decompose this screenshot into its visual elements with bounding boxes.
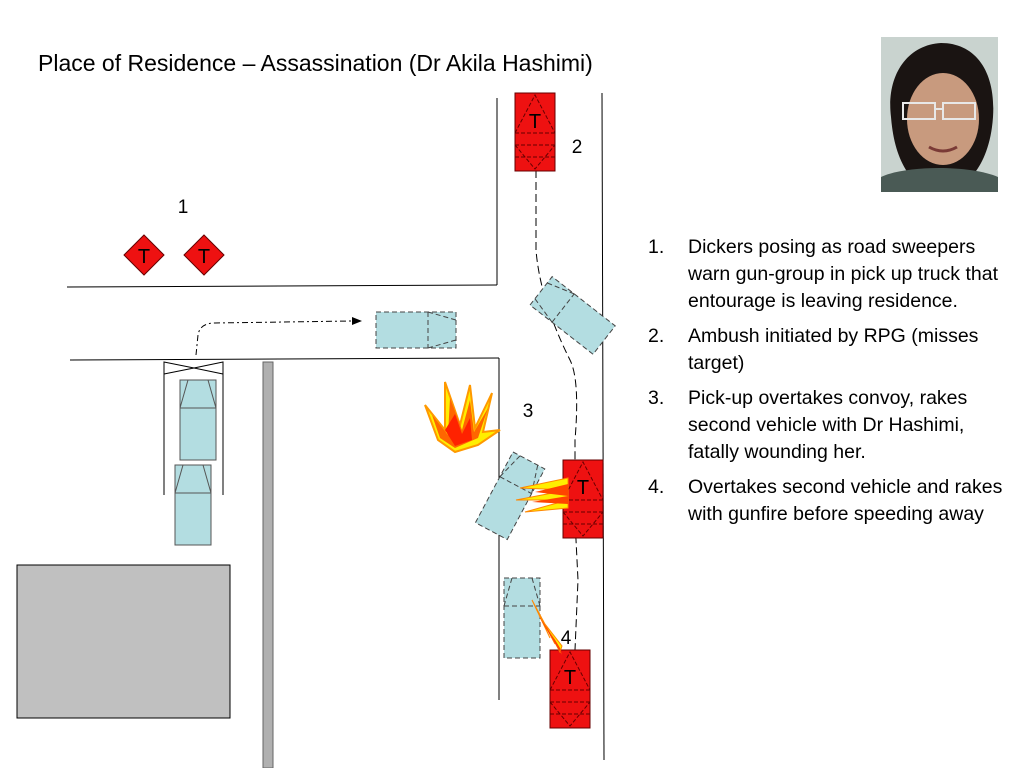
- convoy-vehicle-hit: [474, 451, 546, 541]
- marker-glyph-truck-3: T: [577, 477, 589, 499]
- position-label-2: 2: [572, 137, 583, 158]
- gunfire-flash-icon-3: [515, 477, 569, 513]
- gate-icon: [163, 361, 224, 375]
- portrait-mouth: [928, 145, 958, 153]
- convoy-vehicle-fleeing: [503, 577, 541, 659]
- road-east-edge: [601, 92, 605, 761]
- residence-building: [16, 564, 231, 719]
- step-number: 2.: [648, 325, 665, 347]
- step-item: 4. Overtakes second vehicle and rakes wit…: [648, 474, 1008, 528]
- marker-glyph-truck-2: T: [529, 111, 541, 133]
- position-label-4: 4: [561, 628, 572, 649]
- convoy-vehicle-parked-2: [174, 464, 212, 546]
- position-label-1: 1: [178, 197, 189, 218]
- step-item: 3. Pick-up overtakes convoy, rakes second…: [648, 385, 1008, 466]
- portrait-glasses: [902, 102, 976, 120]
- road-upper-west-edge: [66, 284, 498, 288]
- slide-title: Place of Residence – Assassination (Dr A…: [38, 50, 593, 76]
- step-number: 3.: [648, 387, 665, 409]
- step-text: Pick-up overtakes convoy, rakes second v…: [688, 387, 968, 463]
- step-number: 1.: [648, 236, 665, 258]
- road-lower-west-edge: [69, 357, 500, 361]
- step-text: Dickers posing as road sweepers warn gun…: [688, 236, 999, 312]
- step-list: 1. Dickers posing as road sweepers warn g…: [648, 234, 1008, 536]
- marker-glyph-dicker-1: T: [138, 246, 150, 268]
- step-number: 4.: [648, 476, 665, 498]
- step-text: Ambush initiated by RPG (misses target): [688, 325, 979, 374]
- road-edges: [66, 92, 605, 761]
- portrait-photo: [881, 37, 998, 192]
- marker-glyph-dicker-2: T: [198, 246, 210, 268]
- attacker-truck-position-3: [562, 459, 604, 539]
- wall-pillar: [262, 361, 274, 768]
- convoy-vehicle-exiting: [375, 311, 457, 349]
- gunfire-flash-icon-4: [531, 599, 563, 655]
- step-text: Overtakes second vehicle and rakes with …: [688, 476, 1003, 525]
- convoy-exit-route: [195, 320, 353, 356]
- step-item: 2. Ambush initiated by RPG (misses target…: [648, 323, 1008, 377]
- attacker-truck-position-4: [549, 649, 591, 729]
- attacker-route: [535, 170, 579, 651]
- convoy-vehicle-parked-1: [179, 379, 217, 461]
- marker-glyph-truck-4: T: [564, 667, 576, 689]
- position-label-3: 3: [523, 401, 534, 422]
- convoy-exit-arrowhead: [352, 317, 362, 325]
- rpg-explosion-icon: [424, 381, 501, 454]
- portrait-clothing: [881, 168, 998, 192]
- step-item: 1. Dickers posing as road sweepers warn g…: [648, 234, 1008, 315]
